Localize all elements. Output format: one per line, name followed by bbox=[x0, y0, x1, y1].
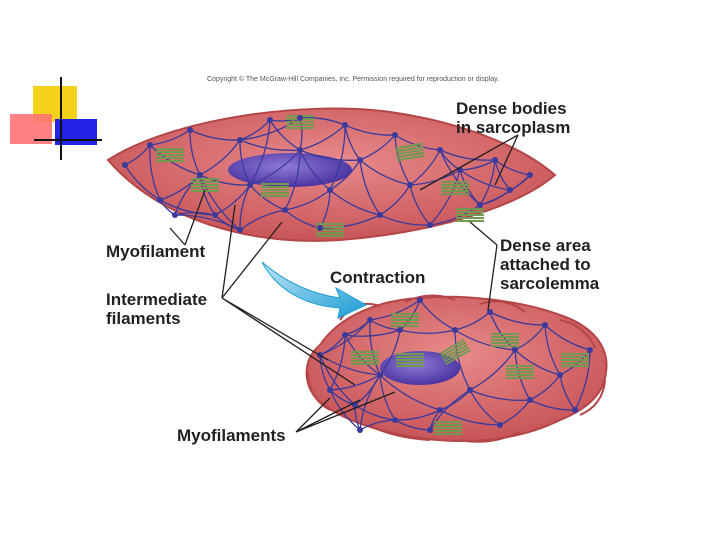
dense-body-dot bbox=[427, 222, 433, 228]
myofilament-bundle bbox=[191, 178, 219, 192]
dense-body-dot bbox=[487, 309, 493, 315]
dense-body-dot bbox=[542, 322, 548, 328]
myofilament-bundle bbox=[491, 333, 519, 347]
myofilament-bundle bbox=[439, 338, 471, 366]
myofilament-bundle bbox=[456, 208, 484, 222]
dense-body-dot bbox=[497, 422, 503, 428]
myofilament-bundle bbox=[506, 365, 534, 379]
leader-dense-bodies bbox=[419, 134, 519, 191]
dense-body-dot bbox=[317, 225, 323, 231]
dense-body-dot bbox=[357, 427, 363, 433]
dense-body-dot bbox=[437, 147, 443, 153]
dense-body-dot bbox=[417, 297, 423, 303]
myofilament-bundle bbox=[261, 183, 289, 197]
dense-body-dot bbox=[147, 142, 153, 148]
label-intermediate-filaments: Intermediate filaments bbox=[106, 290, 208, 328]
leader-intermediate bbox=[221, 204, 356, 386]
contraction-arrow bbox=[261, 261, 368, 319]
relaxed-nucleus bbox=[228, 153, 352, 187]
dense-body-dot bbox=[212, 212, 218, 218]
myofilament-bundle bbox=[396, 353, 424, 367]
relaxed-filament-network bbox=[124, 117, 531, 231]
dense-body-dot bbox=[157, 197, 163, 203]
dense-body-dot bbox=[397, 327, 403, 333]
dense-body-dot bbox=[197, 172, 203, 178]
dense-body-dot bbox=[282, 207, 288, 213]
relaxed-dense-bodies bbox=[122, 115, 533, 233]
dense-body-dot bbox=[452, 327, 458, 333]
dense-body-dot bbox=[392, 132, 398, 138]
dense-body-dot bbox=[492, 157, 498, 163]
myofilament-bundle bbox=[394, 142, 426, 162]
dense-body-dot bbox=[247, 182, 253, 188]
myofilament-bundle bbox=[434, 421, 462, 435]
dense-body-dot bbox=[237, 227, 243, 233]
dense-body-dot bbox=[392, 417, 398, 423]
label-dense-bodies: Dense bodies in sarcoplasm bbox=[456, 99, 571, 137]
dense-body-dot bbox=[187, 127, 193, 133]
dense-body-dot bbox=[527, 172, 533, 178]
dense-body-dot bbox=[377, 372, 383, 378]
dense-body-dot bbox=[237, 137, 243, 143]
dense-body-dot bbox=[267, 117, 273, 123]
dense-body-dot bbox=[572, 407, 578, 413]
dense-body-dot bbox=[377, 212, 383, 218]
dense-body-dot bbox=[342, 332, 348, 338]
leader-myofilament bbox=[169, 189, 206, 246]
myofilament-bundle bbox=[156, 148, 184, 162]
dense-body-dot bbox=[512, 347, 518, 353]
dense-body-dot bbox=[367, 317, 373, 323]
dense-body-dot bbox=[467, 387, 473, 393]
leader-dense-area bbox=[469, 221, 498, 311]
dense-body-dot bbox=[557, 372, 563, 378]
dense-body-dot bbox=[527, 397, 533, 403]
dense-body-dot bbox=[327, 187, 333, 193]
dense-body-dot bbox=[587, 347, 593, 353]
label-contraction: Contraction bbox=[330, 268, 426, 287]
leader-lines bbox=[169, 134, 519, 433]
label-myofilaments: Myofilaments bbox=[177, 426, 286, 445]
dense-body-dot bbox=[437, 407, 443, 413]
dense-body-dot bbox=[172, 212, 178, 218]
dense-body-dot bbox=[407, 182, 413, 188]
myofilament-bundle bbox=[351, 351, 379, 365]
label-dense-area: Dense area attached to sarcolemma bbox=[500, 236, 600, 293]
copyright-notice: Copyright © The McGraw-Hill Companies, I… bbox=[207, 76, 500, 83]
leader-myofilaments bbox=[295, 391, 396, 433]
contracted-dense-bodies bbox=[317, 297, 593, 433]
label-myofilament: Myofilament bbox=[106, 242, 206, 261]
dense-body-dot bbox=[327, 387, 333, 393]
myofilament-bundle bbox=[391, 313, 419, 327]
dense-body-dot bbox=[507, 187, 513, 193]
dense-body-dot bbox=[297, 115, 303, 121]
dense-body-dot bbox=[122, 162, 128, 168]
myofilament-bundle bbox=[441, 181, 469, 195]
corner-decoration bbox=[10, 77, 102, 160]
dense-body-dot bbox=[342, 122, 348, 128]
dense-body-dot bbox=[427, 427, 433, 433]
relaxed-cell bbox=[106, 107, 557, 242]
dense-body-dot bbox=[357, 157, 363, 163]
myofilament-bundle bbox=[561, 353, 589, 367]
dense-body-dot bbox=[297, 147, 303, 153]
dense-body-dot bbox=[477, 202, 483, 208]
contracted-myofilaments bbox=[351, 313, 589, 435]
contracted-cell bbox=[305, 294, 608, 443]
